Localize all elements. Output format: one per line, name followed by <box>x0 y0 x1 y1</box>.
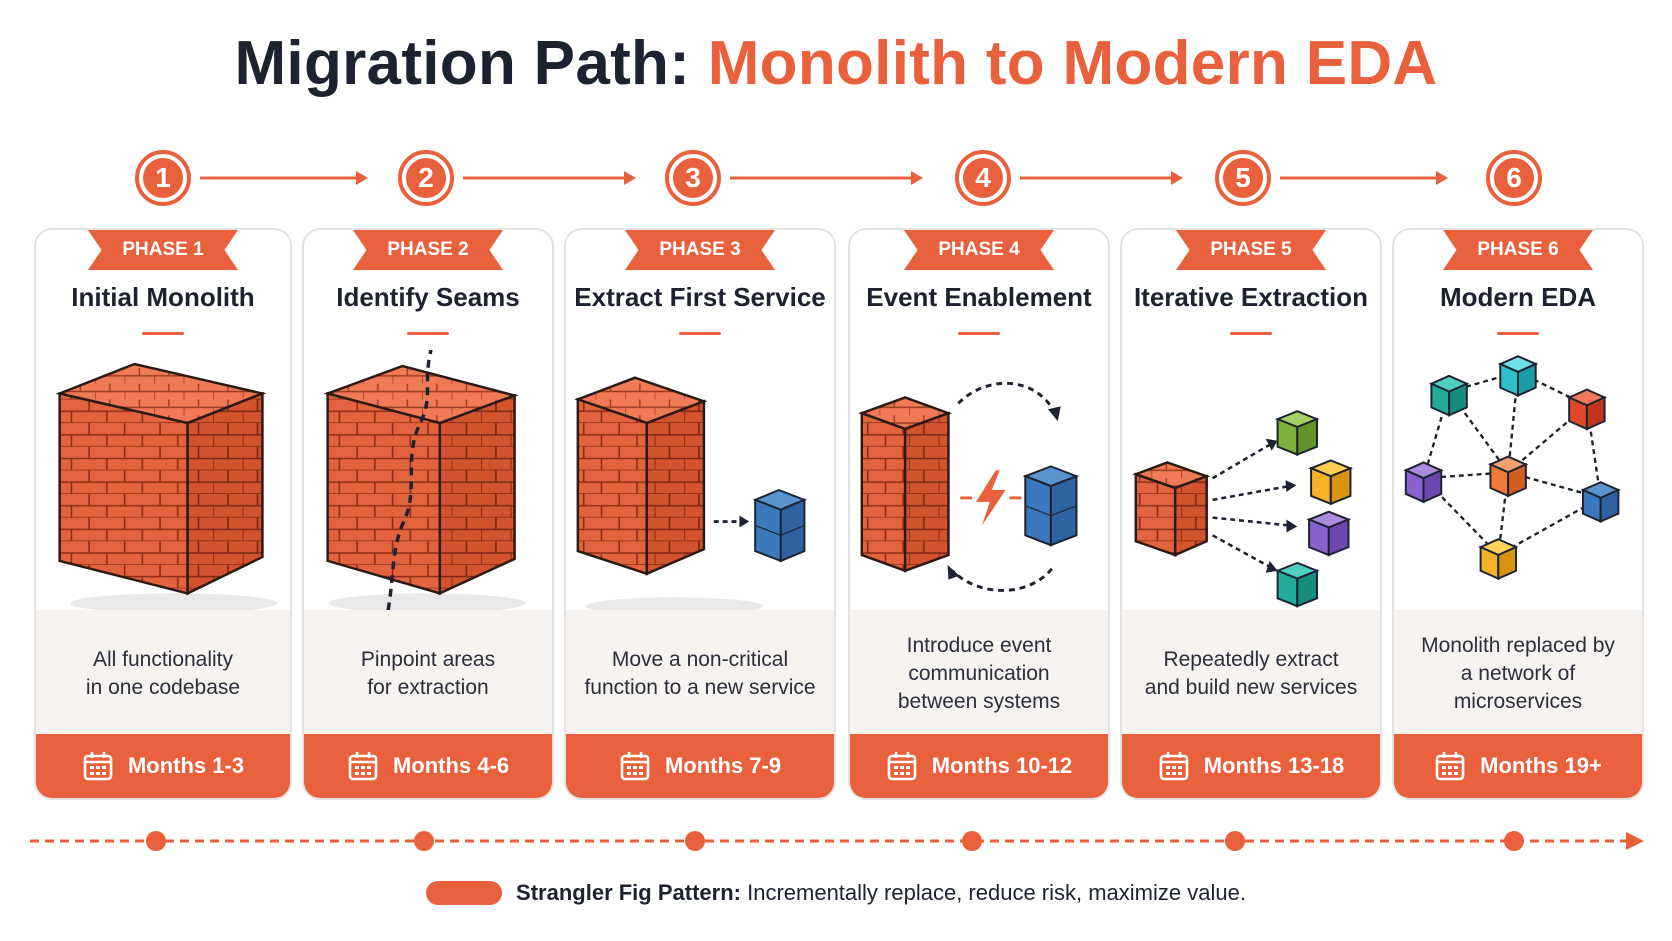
phase-6-rule <box>1497 332 1539 335</box>
extract-service-illustration <box>574 376 808 616</box>
phase-2-timeframe: Months 4-6 <box>304 734 552 798</box>
step-6-circle: 6 <box>1486 150 1542 206</box>
phase-6-description: Monolith replaced by a network of micros… <box>1421 634 1615 713</box>
phase-4-description: Introduce event communication between sy… <box>897 634 1061 713</box>
phase-1-tag: PHASE 1 <box>88 230 238 270</box>
step-2-number: 2 <box>406 158 446 198</box>
monolith-illustration <box>55 362 278 614</box>
phase-5-timeframe: Months 13-18 <box>1122 734 1380 798</box>
phase-card-4: PHASE 4 Event Enablement Introduce event… <box>848 228 1110 800</box>
step-4-circle: 4 <box>955 150 1011 206</box>
legend-swatch <box>426 881 503 905</box>
seams-illustration <box>323 350 526 619</box>
calendar-icon <box>83 752 113 781</box>
phase-3-description: Move a non-critical function to a new se… <box>584 648 816 699</box>
phase-card-2: PHASE 2 Identify Seams Pinpoint areas fo… <box>302 228 554 800</box>
phase-4-rule <box>958 332 1000 335</box>
phase-1-description: All functionality in one codebase <box>85 648 241 699</box>
calendar-icon <box>1435 752 1465 781</box>
phase-card-1: PHASE 1 Initial Monolith All functionali… <box>34 228 292 800</box>
phase-5-tag: PHASE 5 <box>1176 230 1326 270</box>
phase-4-tag: PHASE 4 <box>904 230 1054 270</box>
phase-1-rule <box>142 332 184 335</box>
phase-4-timeframe: Months 10-12 <box>850 734 1108 798</box>
step-arrow-1 <box>200 171 368 185</box>
phase-steps: 1 2 3 4 5 6 <box>0 140 1672 215</box>
calendar-icon <box>348 752 378 781</box>
step-1-circle: 1 <box>135 150 191 206</box>
phase-card-5: PHASE 5 Iterative Extraction Repeatedly … <box>1120 228 1382 800</box>
phase-1-period: Months 1-3 <box>127 753 245 778</box>
timeline-marker-1 <box>146 831 166 851</box>
step-arrow-3 <box>730 171 923 185</box>
step-arrow-5 <box>1280 171 1448 185</box>
event-enablement-illustration <box>858 381 1080 592</box>
phase-5-description: Repeatedly extract and build new service… <box>1144 648 1358 699</box>
legend: Strangler Fig Pattern: Incrementally rep… <box>0 880 1672 906</box>
legend-label: Strangler Fig Pattern: <box>516 880 741 905</box>
step-3-number: 3 <box>673 158 713 198</box>
step-2-circle: 2 <box>398 150 454 206</box>
timeline-marker-3 <box>685 831 705 851</box>
title-part-2: Monolith to Modern EDA <box>707 29 1438 98</box>
phase-3-period: Months 7-9 <box>664 753 782 778</box>
phase-6-title: Modern EDA <box>1440 282 1596 312</box>
phase-3-timeframe: Months 7-9 <box>566 734 834 798</box>
phase-2-description-panel: Pinpoint areas for extraction <box>304 610 552 738</box>
page-title: Migration Path: Monolith to Modern EDA <box>0 28 1672 99</box>
timeline-track <box>30 831 1644 851</box>
phase-5-period: Months 13-18 <box>1203 753 1345 778</box>
phase-6-timeframe: Months 19+ <box>1394 734 1642 798</box>
phase-2-title: Identify Seams <box>336 282 520 312</box>
phase-4-title: Event Enablement <box>866 282 1092 312</box>
timeline-marker-4 <box>962 831 982 851</box>
legend-text: Incrementally replace, reduce risk, maxi… <box>747 880 1246 905</box>
title-part-1: Migration Path: <box>234 29 691 98</box>
phase-2-description: Pinpoint areas for extraction <box>360 648 496 699</box>
step-arrow-4 <box>1020 171 1183 185</box>
calendar-icon <box>620 752 650 781</box>
phase-2-rule <box>407 332 449 335</box>
calendar-icon <box>887 752 917 781</box>
phase-4-description-panel: Introduce event communication between sy… <box>850 610 1108 738</box>
phase-3-description-panel: Move a non-critical function to a new se… <box>566 610 834 738</box>
step-5-circle: 5 <box>1215 150 1271 206</box>
phase-1-title: Initial Monolith <box>71 282 255 312</box>
phase-4-period: Months 10-12 <box>931 753 1073 778</box>
phase-1-description-panel: All functionality in one codebase <box>36 610 290 738</box>
phase-1-timeframe: Months 1-3 <box>36 734 290 798</box>
phase-5-rule <box>1230 332 1272 335</box>
phase-3-title: Extract First Service <box>574 282 826 312</box>
iterative-extraction-illustration <box>1132 410 1354 608</box>
phase-2-period: Months 4-6 <box>392 753 510 778</box>
step-arrow-2 <box>463 171 636 185</box>
calendar-icon <box>1159 752 1189 781</box>
phase-card-6: PHASE 6 Modern EDA Monolith replac <box>1392 228 1644 800</box>
step-1-number: 1 <box>143 158 183 198</box>
modern-eda-illustration <box>1403 355 1621 581</box>
timeline-marker-2 <box>414 831 434 851</box>
phase-card-3: PHASE 3 Extract First Service Move a non… <box>564 228 836 800</box>
timeline-marker-6 <box>1504 831 1524 851</box>
step-6-number: 6 <box>1494 158 1534 198</box>
step-3-circle: 3 <box>665 150 721 206</box>
phase-3-rule <box>679 332 721 335</box>
phase-6-description-panel: Monolith replaced by a network of micros… <box>1394 610 1642 738</box>
step-4-number: 4 <box>963 158 1003 198</box>
phase-5-description-panel: Repeatedly extract and build new service… <box>1122 610 1380 738</box>
timeline-marker-5 <box>1225 831 1245 851</box>
phase-6-period: Months 19+ <box>1480 753 1602 778</box>
phase-3-tag: PHASE 3 <box>625 230 775 270</box>
phase-2-tag: PHASE 2 <box>353 230 503 270</box>
phase-5-title: Iterative Extraction <box>1133 282 1369 312</box>
phase-6-tag: PHASE 6 <box>1443 230 1593 270</box>
step-5-number: 5 <box>1223 158 1263 198</box>
